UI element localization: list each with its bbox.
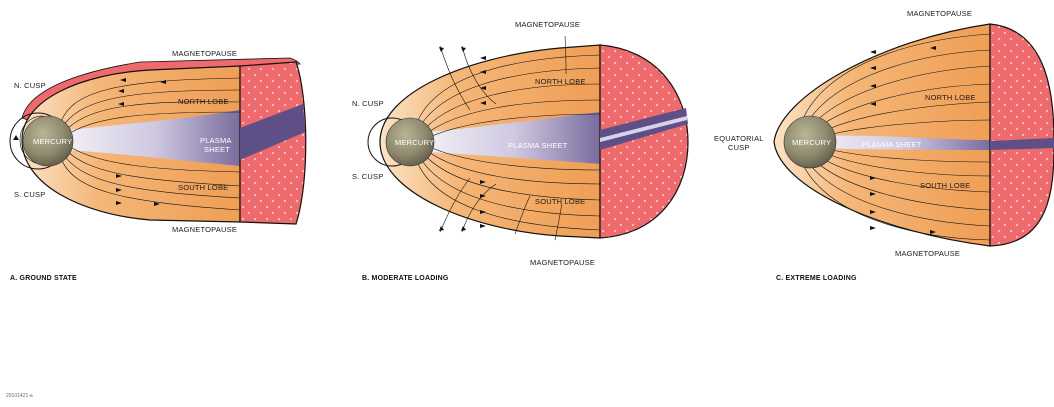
panel-a-magnetopause-bottom: MAGNETOPAUSE [172, 225, 237, 234]
panel-c-caption: C. EXTREME LOADING [776, 275, 857, 282]
panel-c-cusp-label-2: CUSP [728, 143, 750, 152]
panel-c-planet-label: MERCURY [792, 138, 831, 147]
panel-a-south-lobe: SOUTH LOBE [178, 183, 228, 192]
panel-a-n-cusp: N. CUSP [14, 81, 46, 90]
panel-c-plasma-sheet-label: PLASMA SHEET [862, 140, 922, 149]
panel-a-plasma-sheet-label-1: PLASMA [200, 136, 232, 145]
panel-a-planet-label: MERCURY [33, 137, 72, 146]
panel-b-magnetopause-bottom: MAGNETOPAUSE [530, 258, 595, 267]
panel-c-magnetopause-top: MAGNETOPAUSE [907, 9, 972, 18]
panel-c-magnetopause-bottom: MAGNETOPAUSE [895, 249, 960, 258]
panel-c-north-lobe: NORTH LOBE [925, 93, 976, 102]
panel-b: MERCURY MAGNETOPAUSE MAGNETOPAUSE NORTH … [352, 20, 688, 282]
panel-b-plasma-sheet-label: PLASMA SHEET [508, 141, 568, 150]
panel-c-cross-section [990, 24, 1054, 246]
panel-b-north-lobe: NORTH LOBE [535, 77, 586, 86]
panel-a-north-lobe: NORTH LOBE [178, 97, 229, 106]
panel-b-planet-label: MERCURY [395, 138, 434, 147]
panel-b-magnetopause-top: MAGNETOPAUSE [515, 20, 580, 29]
panel-a-caption: A. GROUND STATE [10, 275, 77, 282]
panel-c-cusp-label-1: EQUATORIAL [714, 134, 764, 143]
panel-a: MERCURY MAGNETOPAUSE MAGNETOPAUSE NORTH … [10, 49, 306, 282]
panel-a-plasma-sheet-label-2: SHEET [204, 145, 230, 154]
panel-b-s-cusp: S. CUSP [352, 172, 383, 181]
panel-c-south-lobe: SOUTH LOBE [920, 181, 970, 190]
panel-b-n-cusp: N. CUSP [352, 99, 384, 108]
panel-b-caption: B. MODERATE LOADING [362, 275, 449, 282]
panel-a-magnetopause-top: MAGNETOPAUSE [172, 49, 237, 58]
panel-c: MERCURY MAGNETOPAUSE MAGNETOPAUSE NORTH … [714, 9, 1054, 282]
panel-a-s-cusp: S. CUSP [14, 190, 45, 199]
figure-id: 20101421-a [6, 393, 33, 399]
panel-b-south-lobe: SOUTH LOBE [535, 197, 585, 206]
